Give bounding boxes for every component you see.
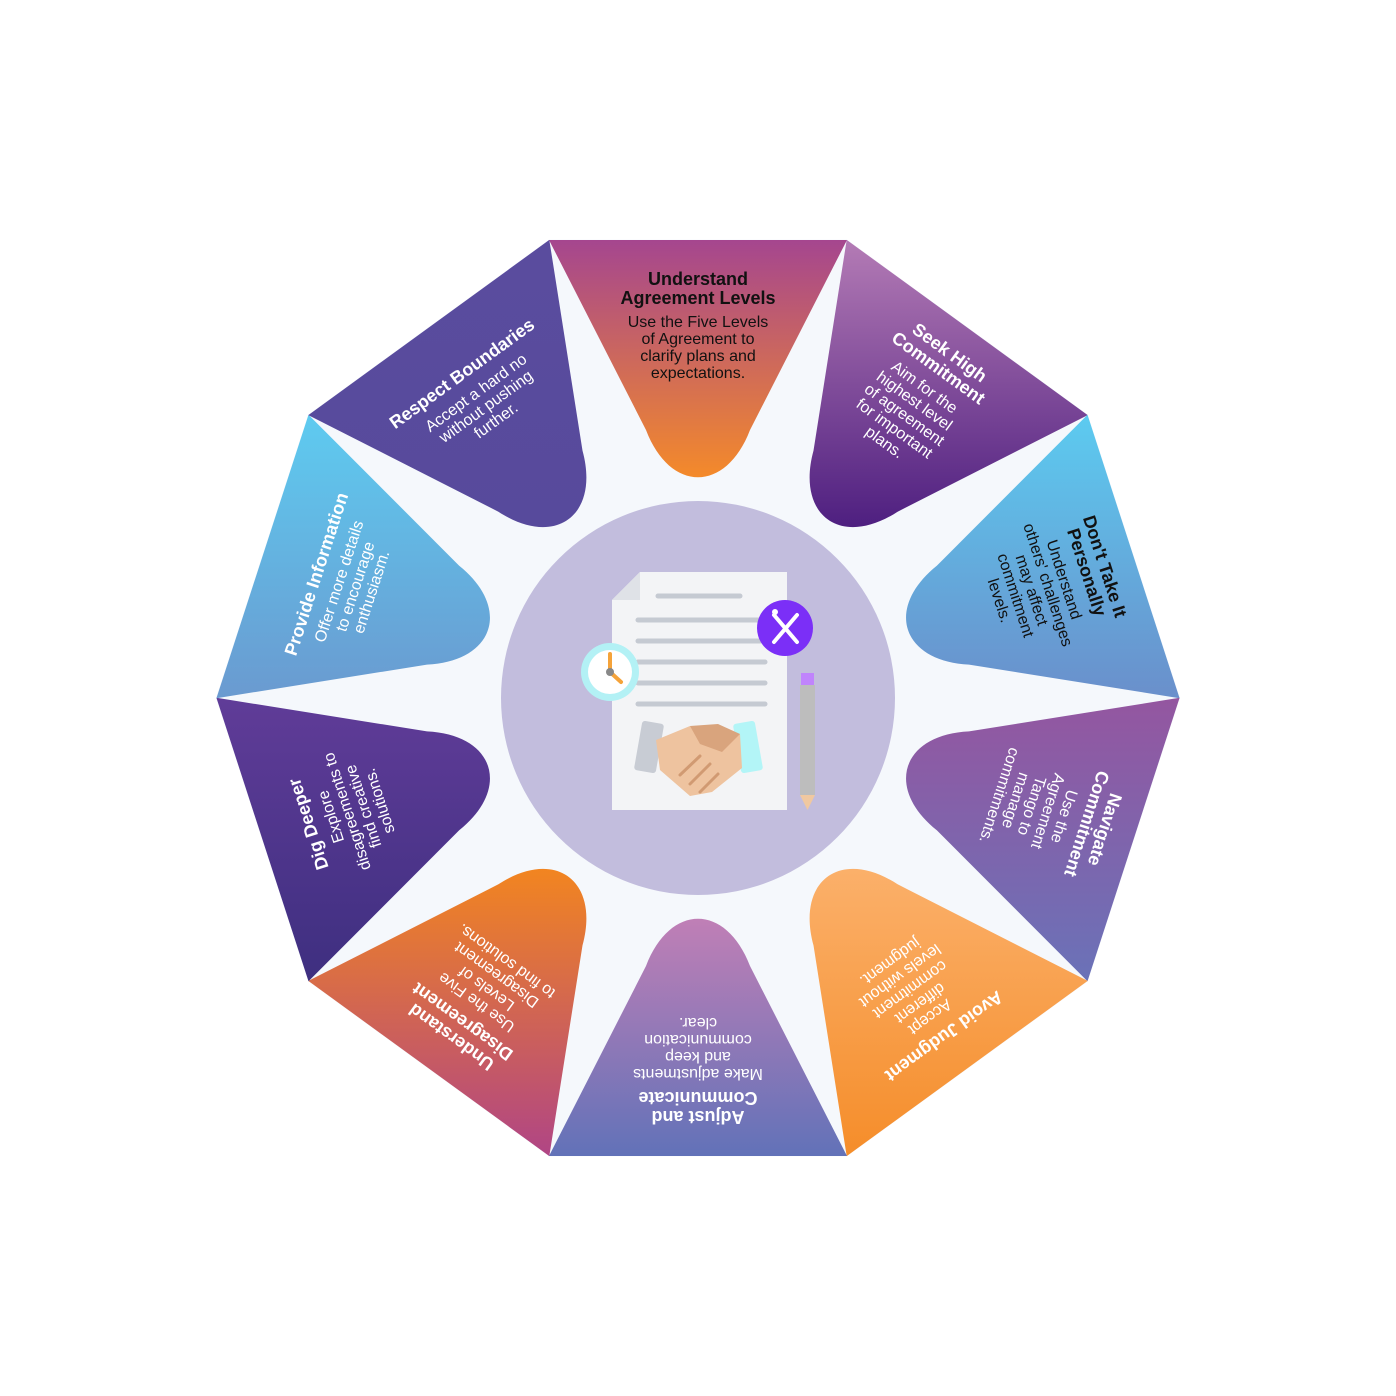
segment-7 bbox=[216, 697, 490, 982]
clock-icon bbox=[581, 643, 639, 701]
segment-5 bbox=[549, 918, 847, 1156]
segment-4 bbox=[809, 868, 1088, 1157]
segment-description: Use the Five Levels of Agreement to clar… bbox=[627, 314, 769, 382]
segment-9 bbox=[308, 239, 587, 528]
pencil-icon bbox=[800, 673, 815, 810]
segment-title: Adjust and Communicate bbox=[638, 1088, 758, 1127]
segment-0 bbox=[549, 240, 847, 478]
badge-icon bbox=[757, 600, 813, 656]
document-lines-icon bbox=[635, 593, 768, 707]
segment-6 bbox=[308, 868, 587, 1157]
segment-8 bbox=[216, 414, 490, 699]
handshake-icon bbox=[634, 720, 763, 796]
segment-3 bbox=[906, 697, 1180, 982]
agreement-document-handshake-icon bbox=[581, 572, 815, 810]
segment-label: Adjust and Communicate Make adjustments a… bbox=[603, 1014, 793, 1127]
segment-1 bbox=[809, 239, 1088, 528]
segment-2 bbox=[906, 414, 1180, 699]
segment-title: Understand Agreement Levels bbox=[620, 269, 776, 308]
segment-description: Make adjustments and keep communication … bbox=[633, 1014, 763, 1082]
